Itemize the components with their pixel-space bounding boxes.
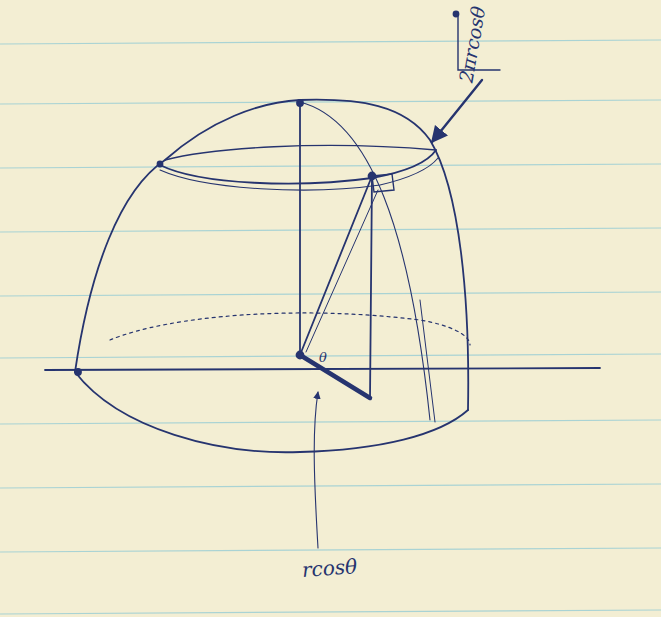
dome-drawing — [45, 12, 600, 549]
dimension-label: rcosθ — [302, 556, 358, 580]
angle-label: θ — [319, 351, 327, 364]
dimension-label: 2πrcosθ — [456, 4, 488, 83]
ruled-lines — [0, 40, 661, 614]
